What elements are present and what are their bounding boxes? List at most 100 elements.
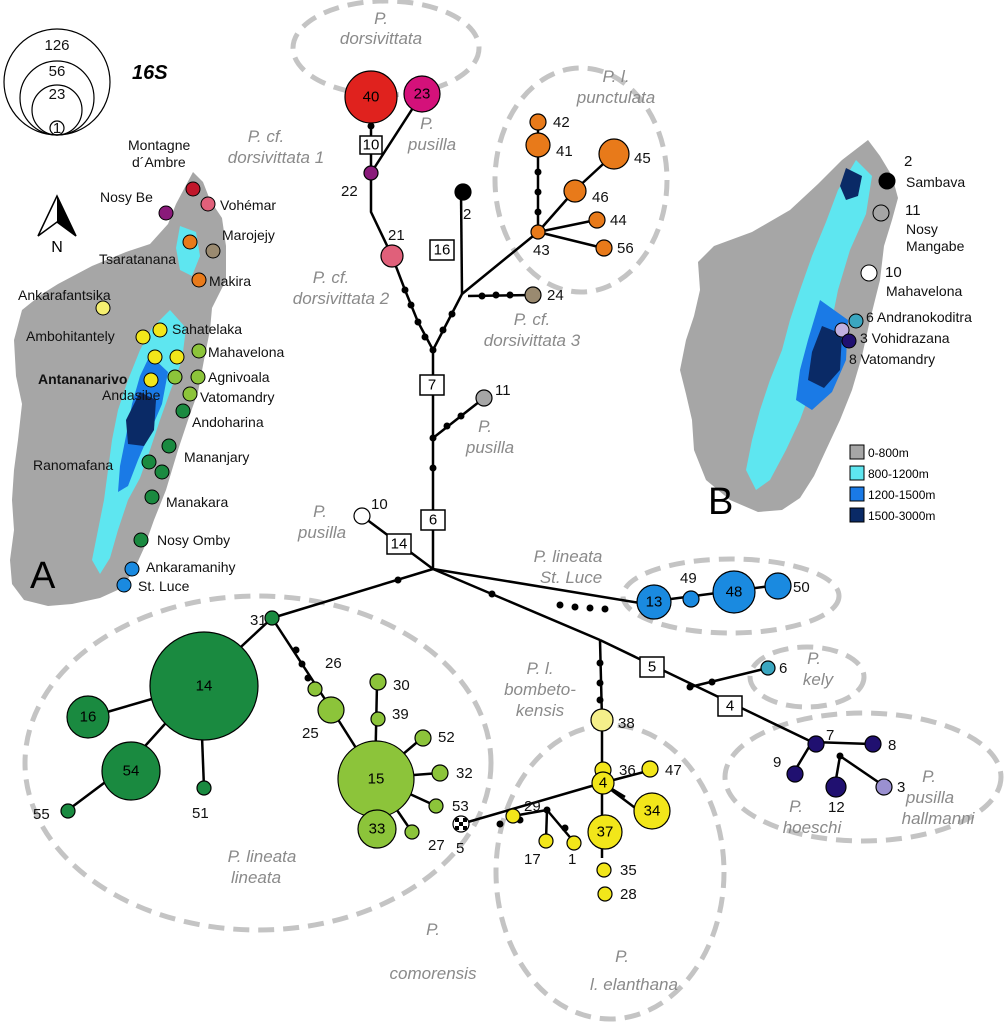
hap-46 <box>563 179 587 203</box>
hap-num-11: 11 <box>495 382 511 399</box>
size-legend-label-56: 56 <box>49 63 66 80</box>
grp-pusilla-b-1: P. <box>478 417 492 436</box>
grp-cfd3-1: P. cf. <box>514 310 551 329</box>
grp-pusilla-a-1: P. <box>420 114 434 133</box>
size-legend-label-1: 1 <box>53 120 61 137</box>
grp-pusilla-c-1: P. <box>313 502 327 521</box>
hap-num-33: 33 <box>369 821 386 838</box>
haplotype-labels-outside: 22 21 2 42 41 45 46 44 43 56 24 11 10 49… <box>33 114 905 903</box>
grp-punctulata-2: punctulata <box>576 88 655 107</box>
map-a-labels: Montagne d´Ambre Nosy Be Vohémar Marojej… <box>18 137 284 594</box>
hap-44 <box>588 211 606 229</box>
loc-nosy-omby: Nosy Omby <box>157 532 230 548</box>
hap-num-34: 34 <box>644 803 661 820</box>
grp-stluce-2: St. Luce <box>540 568 602 587</box>
hap-num-37: 37 <box>597 824 614 841</box>
hap-num-6: 6 <box>779 660 787 677</box>
mapb-mahavelona: Mahavelona <box>886 283 962 299</box>
hap-43 <box>530 224 546 240</box>
hap-num-56: 56 <box>617 240 634 257</box>
loc-andasibe: Andasibe <box>102 387 161 403</box>
hap-25 <box>317 696 345 724</box>
hap-num-25: 25 <box>302 725 319 742</box>
grp-pusilla-a-2: pusilla <box>407 135 456 154</box>
legend-title: 16S <box>132 62 168 84</box>
hap-num-9: 9 <box>773 754 781 771</box>
map-b <box>680 140 898 512</box>
loc-montagne: Montagne <box>128 137 190 153</box>
hap-num-54: 54 <box>123 763 140 780</box>
hap-num-53: 53 <box>452 798 469 815</box>
hap-4 <box>591 771 615 795</box>
step-5: 5 <box>648 659 656 676</box>
haplotype-labels-inside: 40 23 14 16 54 15 33 13 48 4 34 37 <box>80 86 743 841</box>
hap-5 <box>452 815 470 833</box>
hap-num-14: 14 <box>196 678 213 695</box>
mutation-step-labels: 10 16 7 6 14 5 4 <box>363 137 735 715</box>
grp-lineata-2: lineata <box>231 868 281 887</box>
grp-pusilla-b-2: pusilla <box>465 438 514 457</box>
hap-num-46: 46 <box>592 189 609 206</box>
grp-bombeto-3: kensis <box>516 701 565 720</box>
mapb-vohidrazana: 3 Vohidrazana <box>860 330 950 346</box>
loc-vatomandry: Vatomandry <box>200 389 274 405</box>
elevation-legend: 0-800m 800-1200m 1200-1500m 1500-3000m <box>849 444 935 523</box>
map-b-highland-1500b <box>840 168 862 200</box>
hap-48 <box>712 570 756 614</box>
grp-stluce-1: P. lineata <box>534 547 603 566</box>
grp-kely-1: P. <box>807 649 821 668</box>
grp-hallmanni-2: pusilla <box>905 788 954 807</box>
grp-hoeschi-2: hoeschi <box>783 818 843 837</box>
hap-12 <box>825 776 847 798</box>
hap-num-44: 44 <box>610 212 627 229</box>
grp-hallmanni-3: hallmanni <box>902 809 976 828</box>
hap-14 <box>149 631 259 741</box>
hap-7 <box>807 735 825 753</box>
hap-56 <box>595 239 613 257</box>
grp-hallmanni-1: P. <box>922 767 936 786</box>
hap-17 <box>538 833 554 849</box>
loc-antananarivo: Antananarivo <box>38 371 127 387</box>
hap-num-38: 38 <box>618 715 635 732</box>
hap-num-15: 15 <box>368 771 385 788</box>
map-a-highland-1500 <box>126 392 156 446</box>
map-b-highland-800 <box>746 160 872 490</box>
hap-49 <box>682 590 700 608</box>
mapb-num-11: 11 <box>905 202 921 219</box>
hap-24 <box>524 286 542 304</box>
hap-1 <box>566 835 582 851</box>
grp-punctulata-1: P. l. <box>602 67 629 86</box>
hap-num-51: 51 <box>192 805 209 822</box>
loc-andoharina: Andoharina <box>192 414 264 430</box>
hap-31 <box>264 610 280 626</box>
group-labels: P. dorsivittata P. l. punctulata P. cf. … <box>228 9 976 994</box>
loc-mananjary: Mananjary <box>184 449 249 465</box>
step-7: 7 <box>428 377 436 394</box>
hap-num-28: 28 <box>620 886 637 903</box>
loc-marojejy: Marojejy <box>222 227 275 243</box>
hap-11 <box>475 389 493 407</box>
step-4: 4 <box>726 698 734 715</box>
hap-37 <box>587 814 623 850</box>
hap-num-29: 29 <box>524 798 541 815</box>
grp-cfd3-2: dorsivittata 3 <box>484 331 581 350</box>
mutation-step-boxes <box>359 135 743 717</box>
elevation-label-0: 0-800m <box>868 446 909 460</box>
hap-28 <box>597 886 613 902</box>
loc-sahatelaka: Sahatelaka <box>172 321 242 337</box>
hap-35 <box>596 862 612 878</box>
elevation-label-1: 800-1200m <box>868 467 929 481</box>
grp-elanthana-1: P. <box>615 947 629 966</box>
mapb-num-10: 10 <box>885 264 902 281</box>
hap-num-8: 8 <box>888 737 896 754</box>
hap-47 <box>641 760 659 778</box>
hap-num-55: 55 <box>33 806 50 823</box>
hap-num-31: 31 <box>250 612 267 629</box>
map-b-labels: 2 Sambava 11 Nosy Mangabe 10 Mahavelona … <box>849 153 972 367</box>
elevation-label-2: 1200-1500m <box>868 488 935 502</box>
panel-label-a: A <box>30 555 56 597</box>
hap-num-47: 47 <box>665 762 682 779</box>
panel-label-b: B <box>708 481 733 523</box>
hap-50 <box>764 572 792 600</box>
grp-elanthana-2: l. elanthana <box>590 975 678 994</box>
